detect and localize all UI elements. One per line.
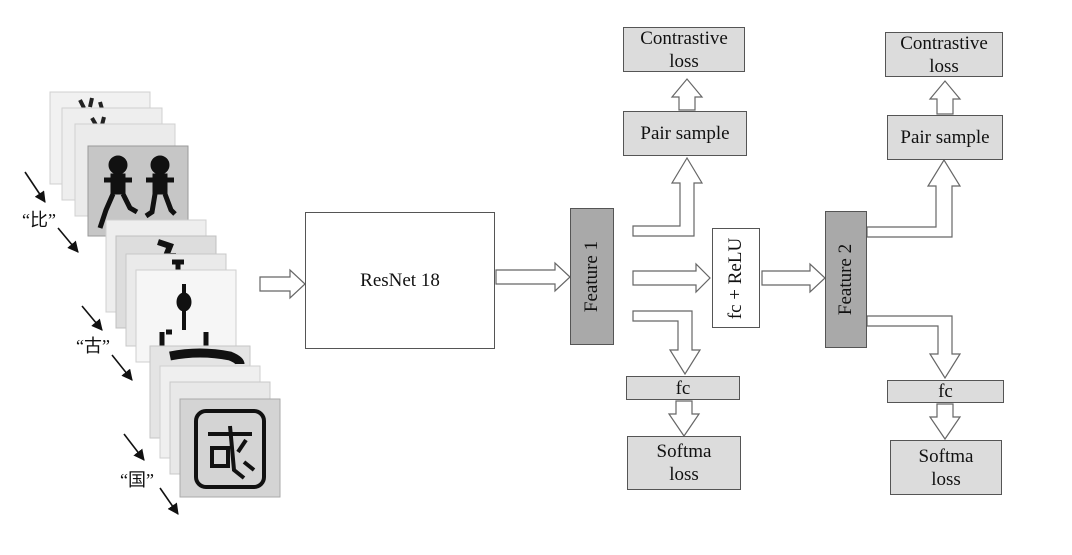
arrow-feature2-to-pair2 [866,158,962,238]
arrow-fcrelu-to-feature2 [761,262,826,294]
label-gu: “古” [76,336,110,356]
label-guo: “国” [120,470,154,490]
softmax-loss-box-2: Softma loss [890,440,1002,495]
softmax-loss-box-1: Softma loss [627,436,741,490]
feature1-label: Feature 1 [581,240,603,313]
arrow-fc2-to-softmax2 [928,403,962,441]
arrow-feature1-to-fcrelu [632,262,711,294]
resnet-box: ResNet 18 [305,212,495,349]
label-bi: “比” [22,210,56,230]
sample-stack-gu [105,219,237,363]
arrow-feature2-to-fc2 [866,315,962,380]
label-arrows [24,171,179,515]
contrastive-loss-box-2: Contrastive loss [885,32,1003,77]
flow-arrows [259,78,962,441]
fc-box-2: fc [887,380,1004,403]
fc-box-1: fc [626,376,740,400]
arrow-pair2-to-contrastive2 [928,80,962,115]
feature1-box: Feature 1 [570,208,614,345]
arrow-pair1-to-contrastive1 [670,78,704,111]
feature2-label: Feature 2 [835,243,857,316]
glyph-guo [194,409,266,489]
glyph-figures [97,155,177,229]
arrow-feature1-to-pair1 [632,156,704,237]
arrow-images-to-resnet [259,268,306,300]
pair-sample-box-1: Pair sample [623,111,747,156]
sample-stack-bi [49,91,189,237]
arrow-fc1-to-softmax1 [667,400,701,438]
contrastive-loss-box-1: Contrastive loss [623,27,745,72]
sample-stack-guo [149,345,281,498]
feature2-box: Feature 2 [825,211,867,348]
arrow-feature1-to-fc1 [632,310,702,376]
fc-relu-box: fc + ReLU [712,228,760,328]
fc-relu-label: fc + ReLU [725,237,747,319]
pair-sample-box-2: Pair sample [887,115,1003,160]
arrow-resnet-to-feature1 [495,261,571,293]
